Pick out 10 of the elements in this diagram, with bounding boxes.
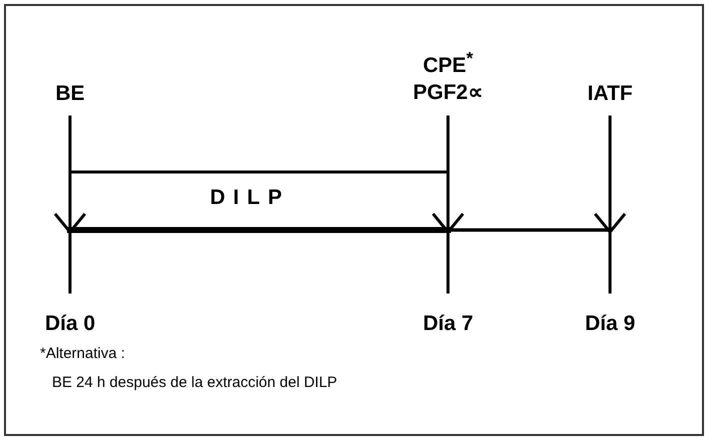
day-label: Día 7 [423,312,474,336]
procedure-label: IATF [588,82,633,106]
day-label: Día 0 [45,312,96,336]
device-label: DILP [210,186,290,210]
drug-label: BE [56,82,85,106]
drug-label: CPE$^{*}$ [423,48,473,78]
drug-label: PGF2∝ [413,80,483,105]
footnote-text: *Alternativa : [40,345,126,362]
day-label: Día 9 [585,312,636,336]
footnote-text: BE 24 h después de la extracción del DILP [52,374,338,391]
